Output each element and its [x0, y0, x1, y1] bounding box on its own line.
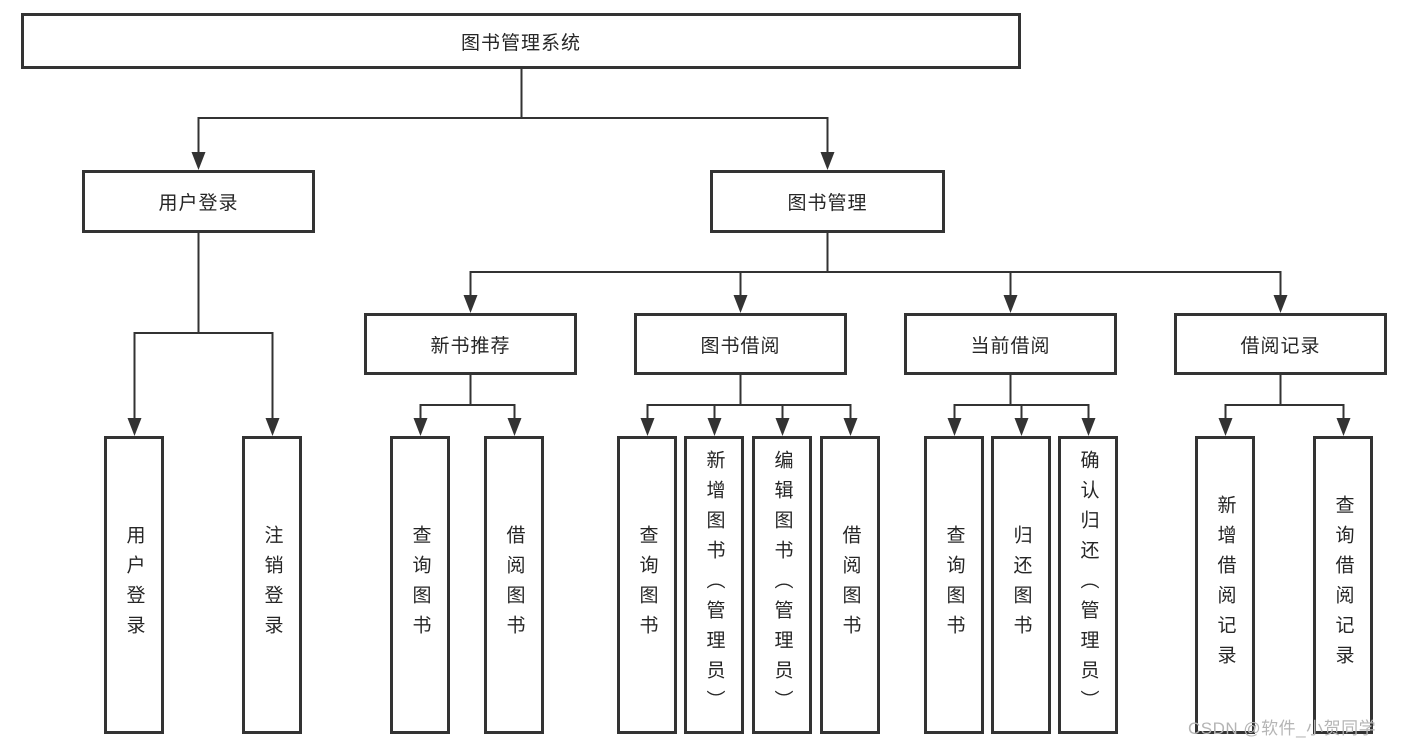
node-library-system: 图书管理系统 [21, 13, 1021, 69]
node-label: 查询图书 [636, 525, 658, 645]
node-login-user-login: 用户登录 [104, 436, 164, 734]
node-borrowing-query-books: 查询图书 [617, 436, 677, 734]
node-book-borrowing: 图书借阅 [634, 313, 847, 375]
node-current-borrowing: 当前借阅 [904, 313, 1117, 375]
node-label: 图书借阅 [700, 335, 781, 357]
node-label: 借阅图书 [503, 525, 525, 645]
node-current-return-books: 归还图书 [991, 436, 1051, 734]
node-new-book-recommend: 新书推荐 [364, 313, 577, 375]
node-label: 图书管理系统 [460, 32, 581, 54]
node-borrowing-edit-books-admin: 编辑图书（管理员） [752, 436, 812, 734]
node-label: 新书推荐 [430, 335, 511, 357]
node-label: 查询图书 [943, 525, 965, 645]
node-label: 确认归还（管理员） [1077, 450, 1099, 720]
node-label: 图书管理 [787, 193, 868, 214]
node-user-login: 用户登录 [82, 170, 315, 233]
node-label: 编辑图书（管理员） [771, 450, 793, 720]
node-label: 当前借阅 [970, 335, 1051, 357]
node-label: 归还图书 [1010, 525, 1032, 645]
node-login-logout: 注销登录 [242, 436, 302, 734]
node-label: 新增借阅记录 [1214, 495, 1236, 675]
node-label: 查询借阅记录 [1332, 495, 1354, 675]
node-label: 借阅记录 [1240, 335, 1321, 357]
node-current-query-books: 查询图书 [924, 436, 984, 734]
node-records-query-record: 查询借阅记录 [1313, 436, 1373, 734]
node-records-add-record: 新增借阅记录 [1195, 436, 1255, 734]
node-label: 查询图书 [409, 525, 431, 645]
node-current-confirm-return-admin: 确认归还（管理员） [1058, 436, 1118, 734]
node-book-management: 图书管理 [710, 170, 945, 233]
node-recommend-query-books: 查询图书 [390, 436, 450, 734]
node-label: 用户登录 [123, 525, 145, 645]
node-label: 用户登录 [158, 193, 239, 214]
node-label: 借阅图书 [839, 525, 861, 645]
node-label: 注销登录 [261, 525, 283, 645]
csdn-watermark: CSDN @软件_小贺同学 [1188, 719, 1377, 738]
node-borrowing-records: 借阅记录 [1174, 313, 1387, 375]
node-recommend-borrow-books: 借阅图书 [484, 436, 544, 734]
node-borrowing-add-books-admin: 新增图书（管理员） [684, 436, 744, 734]
node-label: 新增图书（管理员） [703, 450, 725, 720]
node-borrowing-borrow-books: 借阅图书 [820, 436, 880, 734]
